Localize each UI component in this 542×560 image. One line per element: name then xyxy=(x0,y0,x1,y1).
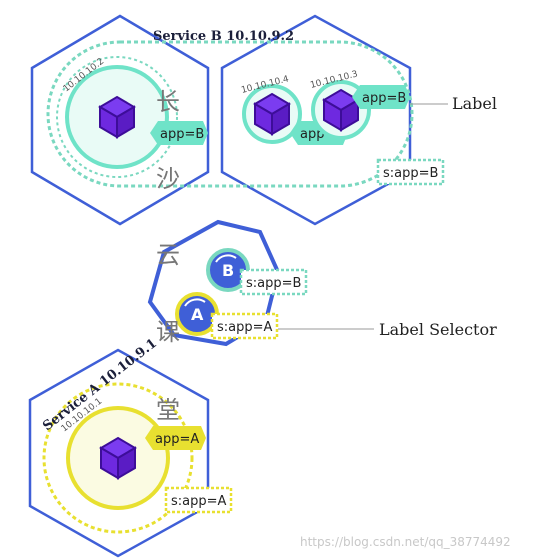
badge-a-letter: A xyxy=(191,305,204,324)
label-tag-app-b-3-text: app=B xyxy=(362,91,406,106)
selector-tag-s-app-a-service-text: s:app=A xyxy=(171,494,227,509)
label-tag-app-b-1-text: app=B xyxy=(160,127,204,142)
overlay-char-4: 课 xyxy=(156,318,180,346)
pod-cube-icon xyxy=(99,96,135,138)
overlay-char-2: 沙 xyxy=(156,165,180,193)
pod-cube-icon xyxy=(254,93,290,135)
service-a-boundary xyxy=(42,382,194,534)
selector-tag-s-app-a-service xyxy=(164,486,233,514)
overlay-char-3: 云 xyxy=(156,241,180,269)
selector-tag-s-app-b-service xyxy=(376,158,445,186)
label-tag-app-b-3 xyxy=(352,85,410,109)
label-tag-app-b-1 xyxy=(150,121,208,145)
badge-b-letter: B xyxy=(222,261,234,280)
label-tag-app-a-text: app=A xyxy=(155,432,199,447)
label-callout-text: Label xyxy=(452,94,497,113)
selector-tag-s-app-a xyxy=(210,312,279,340)
watermark: https://blog.csdn.net/qq_38774492 xyxy=(300,535,511,549)
service-b-boundary xyxy=(46,40,414,188)
selector-tag-s-app-b-service-text: s:app=B xyxy=(383,166,438,181)
node-hexagon-top-left xyxy=(30,14,210,226)
pod-cube-icon xyxy=(100,437,136,479)
selector-tag-s-app-a-text: s:app=A xyxy=(217,320,273,335)
pod-circle-10-10-10-2-outer xyxy=(56,56,178,178)
selector-tag-s-app-b xyxy=(239,268,308,296)
selector-tag-s-app-b-text: s:app=B xyxy=(246,276,301,291)
overlay-char-5: 堂 xyxy=(156,396,180,424)
service-b-title: Service B 10.10.9.2 xyxy=(153,29,294,44)
label-tag-app-a xyxy=(145,426,206,450)
badge-b-arrow-icon xyxy=(215,254,237,263)
overlay-char-1: 长 xyxy=(156,88,180,116)
label-selector-callout-text: Label Selector xyxy=(379,320,497,339)
badge-a-arrow-icon xyxy=(184,298,206,307)
node-polygon-middle xyxy=(147,219,281,347)
